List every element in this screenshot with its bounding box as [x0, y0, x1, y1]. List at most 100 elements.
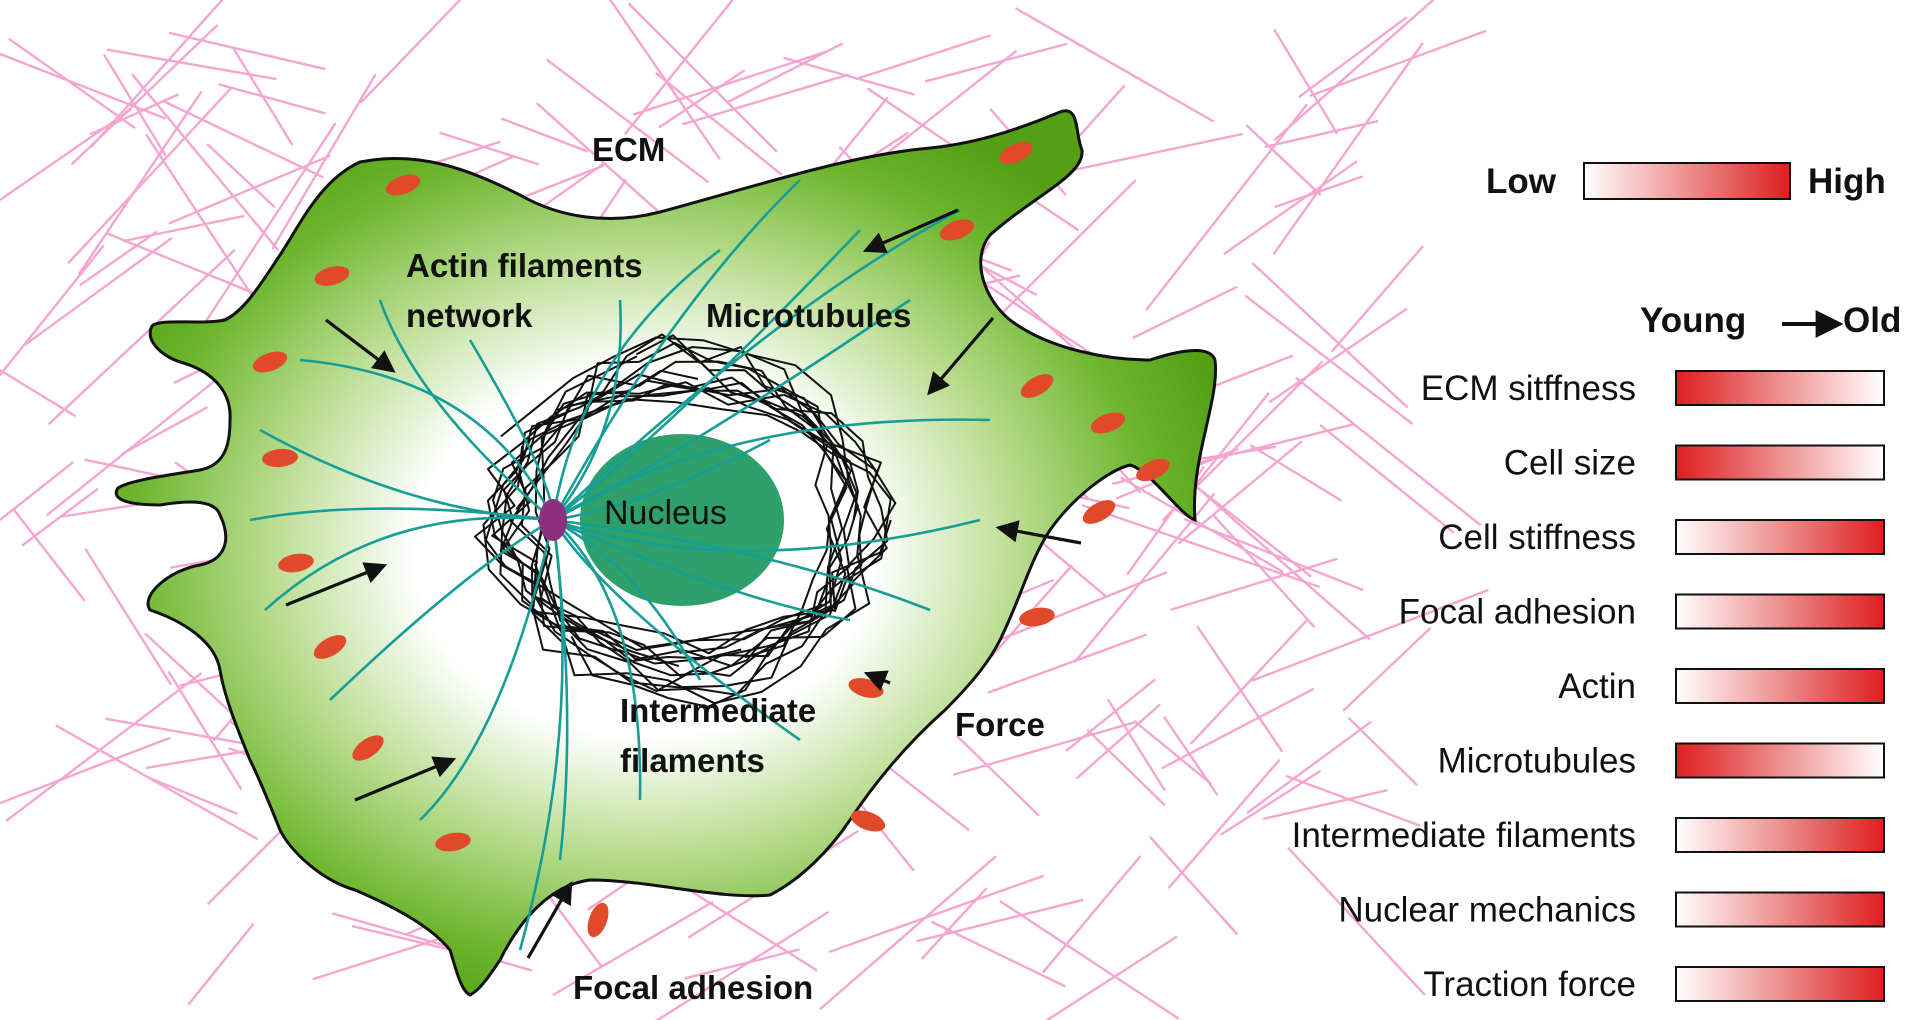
- ecm-fiber: [1050, 132, 1243, 176]
- ecm-fiber: [924, 42, 1068, 83]
- microtubule: [249, 507, 554, 522]
- ecm-fiber: [1251, 262, 1409, 408]
- focal-adhesion: [1019, 607, 1055, 627]
- microtubule: [552, 518, 702, 681]
- focal-adhesion: [314, 266, 350, 286]
- ecm-fiber: [167, 671, 243, 790]
- ecm-fiber: [131, 73, 279, 251]
- ecm-fiber: [1183, 518, 1364, 591]
- ecm-fiber: [1295, 377, 1482, 526]
- focal-adhesion-label: Focal adhesion: [573, 969, 813, 1006]
- ecm-fiber: [0, 108, 132, 202]
- ecm-fiber: [360, 0, 462, 104]
- microtubule: [378, 299, 554, 521]
- ecm-fiber: [1120, 476, 1284, 573]
- ecm-fiber: [122, 214, 245, 243]
- age-trend-label: Traction force: [1423, 965, 1636, 1004]
- intermediate-filament: [502, 360, 858, 665]
- ecm-fiber: [121, 406, 208, 455]
- ecm-fiber: [1272, 42, 1424, 255]
- force-arrow-icon: [927, 316, 995, 396]
- focal-adhesion: [1020, 374, 1054, 398]
- intermediate-filament: [474, 381, 878, 651]
- focal-adhesion: [278, 553, 314, 573]
- ecm-fiber: [987, 633, 1147, 694]
- ecm-fiber: [1065, 678, 1156, 752]
- ecm-fiber: [1347, 717, 1418, 786]
- ecm-fiber: [1076, 703, 1161, 779]
- ecm-fiber: [1287, 847, 1426, 996]
- ecm-fiber: [271, 73, 377, 250]
- microtubule: [552, 518, 851, 622]
- actin-network-label-line1: Actin filaments: [406, 247, 643, 284]
- microtubule: [551, 519, 569, 861]
- intermediate-filament-network: [474, 333, 897, 708]
- ecm-fiber: [0, 368, 76, 417]
- ecm-fiber: [819, 855, 997, 1010]
- microtubule: [552, 519, 642, 801]
- ecm-fiber: [1042, 855, 1142, 973]
- ecm-fiber: [103, 54, 167, 157]
- ecm-fiber: [161, 99, 324, 179]
- focal-adhesion: [262, 448, 298, 468]
- ecm-fiber: [1132, 286, 1238, 339]
- ecm-fiber: [106, 48, 277, 81]
- focal-adhesion: [850, 810, 886, 832]
- ecm-fiber: [990, 571, 1168, 644]
- force-arrow-icon: [526, 881, 573, 959]
- focal-adhesion: [313, 635, 347, 659]
- age-trend-bar: [1675, 966, 1885, 1002]
- age-trend-label: Microtubules: [1438, 742, 1636, 781]
- ecm-fiber: [1045, 935, 1178, 1020]
- focal-adhesion: [352, 735, 384, 761]
- age-trend-label: Nuclear mechanics: [1338, 891, 1636, 930]
- ecm-fiber: [1298, 16, 1408, 98]
- ecm-fiber: [916, 898, 1084, 943]
- scale-gradient-bar: [1583, 162, 1791, 200]
- ecm-fiber: [608, 0, 721, 160]
- young-label: Young: [1640, 301, 1746, 340]
- microtubule: [552, 518, 981, 552]
- age-trend-bar: [1675, 668, 1885, 704]
- age-trend-row: Cell size: [1504, 444, 1885, 483]
- ecm-fiber: [1167, 759, 1281, 889]
- ecm-fiber: [552, 901, 714, 996]
- ecm-fiber: [24, 237, 173, 346]
- ecm-fiber: [90, 0, 224, 148]
- age-trend-label: Focal adhesion: [1399, 593, 1636, 632]
- microtubule: [552, 208, 961, 521]
- age-trend-bar: [1675, 519, 1885, 555]
- ecm-fiber: [1331, 245, 1424, 352]
- ecm-fiber: [682, 73, 850, 126]
- focal-adhesion: [587, 902, 609, 938]
- age-trend-label: Intermediate filaments: [1292, 816, 1636, 855]
- ecm-fiber: [0, 245, 105, 377]
- force-label: Force: [955, 706, 1045, 743]
- intermediate-filament: [482, 336, 871, 705]
- force-arrow-icon: [995, 520, 1082, 545]
- ecm-fiber: [684, 948, 800, 980]
- microtubules-label: Microtubules: [706, 297, 911, 334]
- actin-network-label-line2: network: [406, 297, 533, 334]
- ecm-fiber: [655, 72, 783, 176]
- ecm-fiber: [1149, 836, 1238, 935]
- ecm-fiber: [195, 122, 337, 337]
- age-trend-bar: [1675, 817, 1885, 853]
- age-trend-bar: [1675, 742, 1885, 779]
- age-trend-row: Traction force: [1423, 965, 1885, 1004]
- ecm-fiber: [1264, 120, 1379, 148]
- force-arrows: [285, 208, 1082, 959]
- ecm-fiber: [921, 887, 988, 960]
- ecm-fiber: [1342, 627, 1432, 712]
- old-label: Old: [1843, 301, 1901, 340]
- microtubule: [551, 519, 801, 742]
- microtubule: [551, 248, 721, 521]
- ecm-fiber: [855, 34, 991, 81]
- microtubule: [552, 298, 911, 522]
- focal-adhesion: [385, 174, 421, 196]
- ecm-fiber: [628, 2, 778, 153]
- microtubule: [264, 516, 554, 611]
- ecm-fiber: [1212, 514, 1316, 628]
